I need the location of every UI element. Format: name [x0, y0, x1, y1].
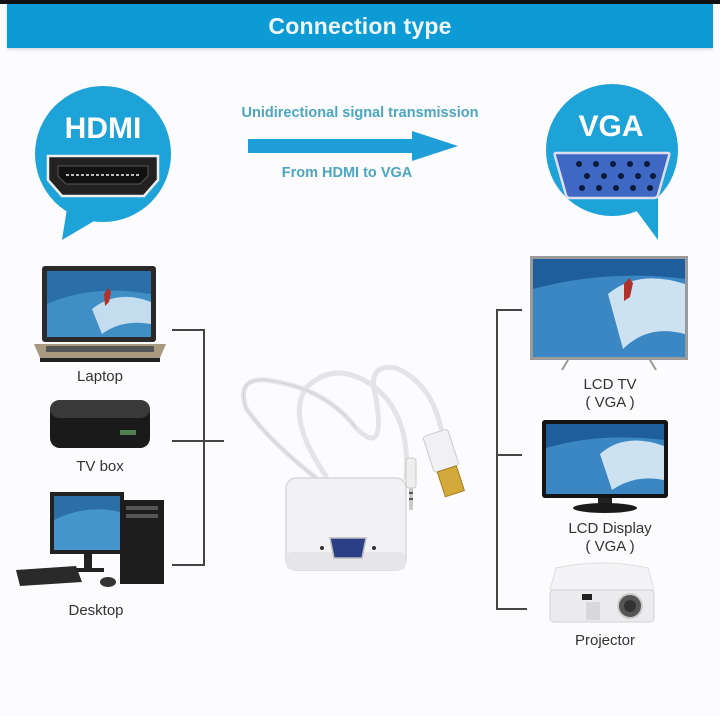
output-label-lcd-display: LCD Display ( VGA ) [540, 520, 680, 556]
connector-line [172, 564, 204, 566]
connector-line [203, 329, 205, 566]
vga-bubble: VGA [540, 84, 690, 244]
page-title: Connection type [268, 12, 452, 39]
adapter [226, 358, 470, 584]
output-device-projector [546, 560, 658, 630]
tv-box-icon [50, 400, 150, 448]
lcd-display-icon [542, 420, 668, 513]
input-device-desktop [16, 490, 166, 590]
projector-icon [549, 562, 655, 623]
input-label-tv-box: TV box [76, 458, 124, 475]
connector-line [497, 608, 527, 610]
hdmi-label: HDMI [64, 112, 142, 145]
signal-direction-text: From HDMI to VGA [281, 165, 413, 181]
output-label-lcd-tv: LCD TV ( VGA ) [540, 376, 680, 412]
input-device-tv-box [48, 398, 152, 452]
output-sub: ( VGA ) [585, 538, 635, 555]
input-device-laptop [32, 264, 168, 364]
desktop-icon [16, 492, 164, 587]
header-banner: Connection type [7, 4, 713, 48]
input-label-desktop: Desktop [68, 602, 124, 619]
connector-line [497, 454, 522, 456]
hdmi-bubble: HDMI [28, 84, 178, 244]
connector-line [172, 329, 204, 331]
signal-description: Unidirectional signal transmission [241, 105, 479, 121]
output-device-lcd-tv [528, 254, 690, 371]
connector-line [496, 309, 498, 610]
top-edge [0, 0, 720, 4]
laptop-icon [34, 266, 166, 362]
output-name: LCD TV [583, 376, 637, 393]
input-label-laptop: Laptop [77, 368, 123, 385]
output-name: LCD Display [568, 520, 652, 537]
arrow-right-icon [248, 131, 458, 161]
vga-port-icon [553, 151, 671, 200]
lcd-tv-icon [530, 256, 688, 371]
vga-label: VGA [578, 110, 644, 143]
output-label-projector: Projector [574, 632, 636, 649]
connector-line [172, 440, 224, 442]
connector-line [497, 309, 522, 311]
hdmi-port-icon [46, 154, 160, 198]
hdmi-to-vga-adapter-icon [241, 364, 465, 571]
output-sub: ( VGA ) [585, 394, 635, 411]
output-device-lcd-display [540, 418, 670, 514]
